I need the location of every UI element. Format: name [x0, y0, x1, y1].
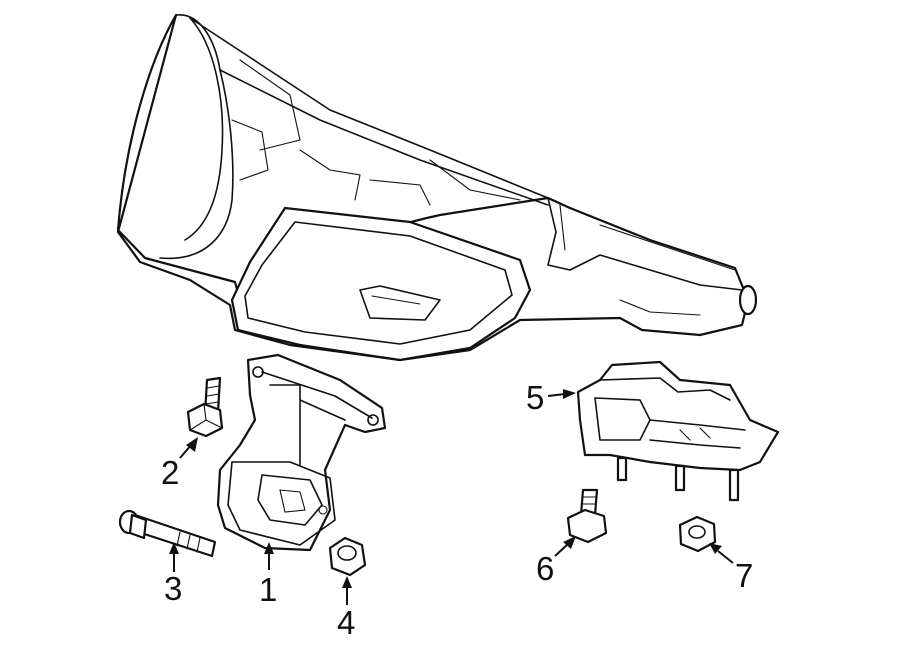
arrow-5-line	[547, 393, 566, 397]
arrow-7-line	[717, 550, 734, 564]
callout-6: 6	[536, 550, 554, 587]
callout-4: 4	[337, 604, 355, 641]
callout-3: 3	[164, 570, 182, 607]
extension-lower	[619, 299, 701, 316]
part-6-bolt	[566, 488, 608, 544]
case-top	[189, 17, 549, 199]
bolt-2-threads	[205, 385, 220, 405]
part-5-mount	[576, 360, 780, 502]
bell-rim	[159, 14, 234, 260]
oil-pan-lip	[244, 221, 513, 345]
callout-2: 2	[161, 454, 179, 491]
arrow-3-head	[169, 542, 179, 554]
mount-5-block	[594, 397, 651, 441]
mount-5-tabs	[679, 427, 711, 441]
nut-7-body	[678, 515, 717, 553]
extension-seam	[559, 204, 566, 251]
nut-4-hole	[337, 545, 357, 561]
arrow-1-head	[264, 542, 274, 554]
callout-1: 1	[259, 571, 277, 608]
mount-5-stud-2	[674, 464, 686, 492]
mount-5-body	[576, 360, 780, 472]
mount-bracket-top	[261, 371, 373, 419]
mount-cushion-inner	[257, 474, 323, 526]
callout-arrows	[169, 389, 734, 605]
arrow-4-head	[342, 576, 352, 588]
case-rib-5	[429, 159, 521, 201]
mount-rib	[269, 384, 346, 466]
oil-pan-plate	[359, 285, 441, 321]
arrow-6-head	[563, 536, 576, 549]
transmission-assembly	[116, 13, 758, 362]
mount-5-top	[599, 377, 731, 401]
extension-housing	[547, 197, 743, 291]
case-rib-1	[239, 59, 301, 151]
part-4-nut	[328, 536, 367, 577]
case-rib-2	[231, 119, 269, 181]
output-shaft	[738, 284, 758, 316]
oil-pan-plate-line	[371, 295, 421, 305]
part-7-nut	[678, 515, 717, 553]
mount-cushion	[227, 461, 336, 546]
mount-core	[279, 489, 306, 513]
case-ridge	[219, 69, 549, 206]
extension-line	[599, 224, 736, 271]
bolt-2-head-facets	[189, 403, 223, 431]
case-rib-4	[369, 179, 431, 206]
nut-7-hole	[688, 525, 706, 539]
mount-hole-right	[367, 414, 379, 426]
part-2-bolt	[186, 376, 224, 438]
oil-pan	[230, 206, 532, 362]
bolt-3-threads	[176, 531, 201, 553]
part-1-mount-bracket	[216, 353, 387, 552]
part-3-long-bolt	[118, 509, 217, 558]
callout-7: 7	[735, 557, 753, 594]
mount-5-stud-1	[616, 456, 628, 482]
mount-5-rail	[649, 419, 746, 449]
bolt-6-threads	[582, 496, 597, 505]
arrow-5-head	[563, 389, 576, 399]
arrow-6-line	[554, 543, 569, 557]
arrow-2-head	[186, 437, 198, 452]
bell-inner	[184, 17, 224, 241]
callout-5: 5	[526, 379, 544, 416]
nut-4-body	[328, 536, 367, 577]
mount-5-stud-3	[728, 468, 740, 502]
mount-hole-left	[252, 366, 264, 378]
bolt-6-head	[566, 508, 608, 544]
case-rib-3	[299, 149, 361, 201]
bolt-3-head	[128, 513, 148, 540]
mount-stud	[318, 505, 328, 515]
callout-labels: 1 2 3 4 5 6 7	[161, 379, 753, 641]
arrow-7-head	[709, 543, 722, 554]
